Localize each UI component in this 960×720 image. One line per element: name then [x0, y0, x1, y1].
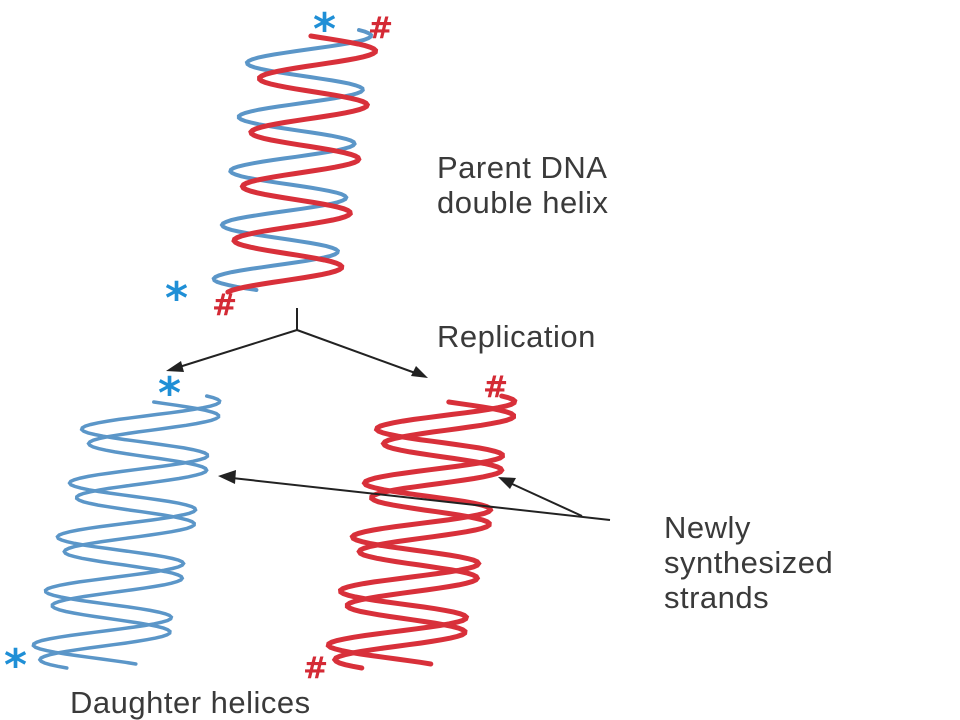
daughter-helices-label: Daughter helices [70, 685, 311, 720]
replication-arrow-right [296, 329, 419, 375]
replication-arrowhead-right [411, 366, 428, 378]
replication-arrow-left [175, 329, 298, 369]
pointer-arrowhead-left [218, 470, 236, 484]
replication-arrowhead-left [166, 361, 184, 372]
parent-helix [211, 28, 379, 295]
parent-dna-label: Parent DNA double helix [437, 150, 609, 220]
hash-marker-parent-top: # [368, 11, 393, 46]
pointer-to-left-helix [231, 477, 611, 521]
hash-marker-right-top: # [483, 370, 508, 405]
newly-synthesized-label: Newly synthesized strands [664, 510, 834, 615]
hash-marker-parent-bottom: # [212, 288, 237, 323]
pointer-to-right-helix [509, 482, 583, 517]
replication-arrows [166, 308, 428, 378]
parent-red-strand [225, 33, 379, 295]
pointer-arrowhead-right [498, 477, 516, 489]
star-marker-left-top: * [158, 368, 181, 419]
right-daughter-strand-old [325, 393, 518, 667]
newly-synthesized-pointers [218, 470, 611, 521]
left-daughter-strand-new [37, 400, 221, 670]
daughter-helix-left [31, 394, 222, 670]
star-marker-parent-bottom: * [165, 273, 188, 324]
parent-blue-strand [211, 28, 373, 292]
star-marker-parent-top: * [313, 4, 336, 55]
left-daughter-strand-old [31, 394, 222, 666]
right-daughter-strand-new [331, 399, 516, 671]
replication-label: Replication [437, 319, 596, 354]
star-marker-left-bottom: * [4, 640, 27, 691]
daughter-helix-right [325, 393, 518, 671]
hash-marker-right-bottom: # [303, 651, 328, 686]
